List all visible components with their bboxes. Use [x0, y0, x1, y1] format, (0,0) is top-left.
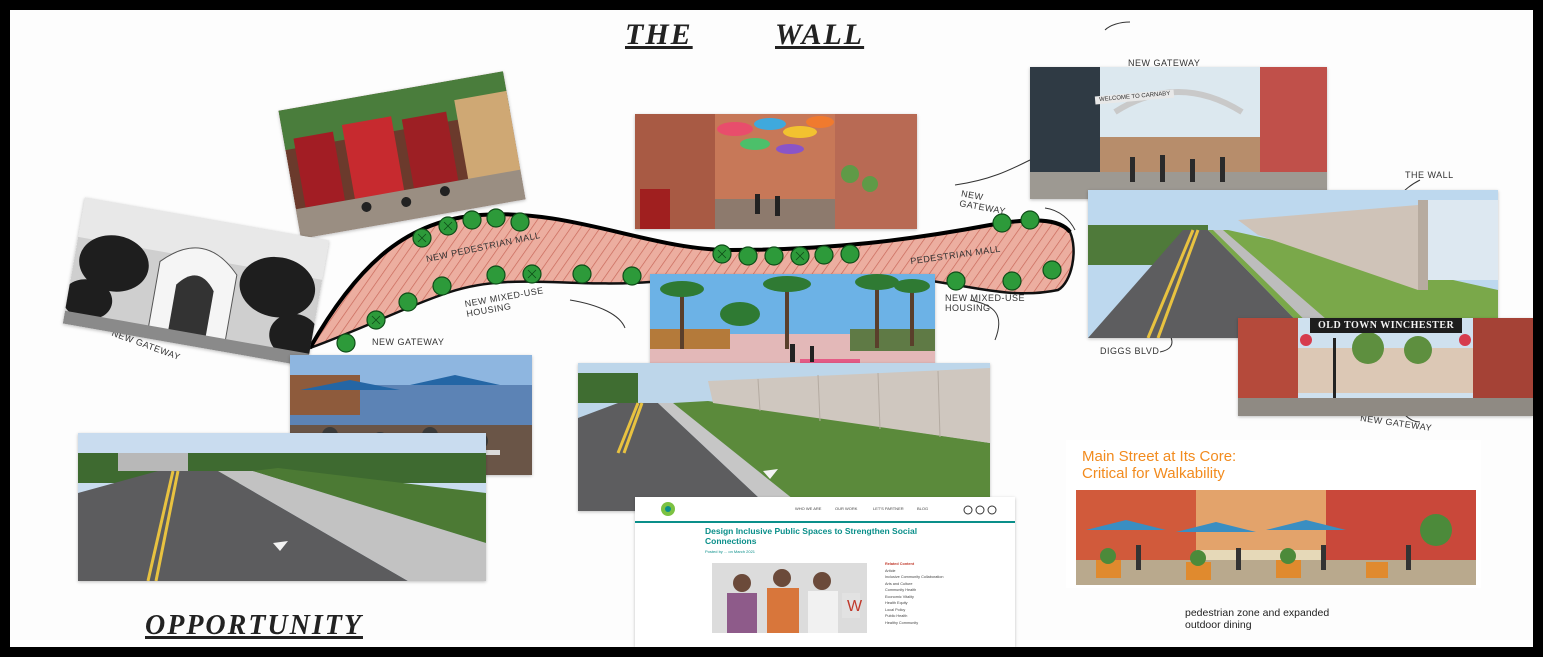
photo-white-gateway-arch [62, 197, 330, 367]
title-the: THE [625, 18, 693, 51]
sidebar-item[interactable]: Healthy Community [885, 620, 919, 625]
photo-diggs-blvd-wall [1088, 190, 1498, 338]
sidebar-heading: Related Content [885, 562, 915, 566]
photo-old-town-winchester [1238, 318, 1533, 416]
poster-illustration [1076, 490, 1476, 585]
annotation-new-gateway-top: NEW GATEWAY [1128, 58, 1201, 68]
sidebar-item[interactable]: Health Equity [885, 601, 908, 605]
annotation-diggs-blvd: DIGGS BLVD [1100, 346, 1160, 356]
label-new-gateway-bottom: NEW GATEWAY [372, 337, 445, 347]
winchester-sign: OLD TOWN WINCHESTER [1310, 318, 1463, 333]
poster-title: Main Street at Its Core: Critical for Wa… [1082, 448, 1236, 482]
web-article-card: WHO WE ARE OUR WORK LET'S PARTNER BLOG D… [635, 497, 1015, 647]
sidebar-item[interactable]: Inclusive Community Collaboration [885, 575, 944, 579]
web-nav-item-1[interactable]: OUR WORK [835, 506, 858, 511]
main-street-poster: Main Street at Its Core: Critical for Wa… [1066, 440, 1481, 588]
poster-caption-line2: outdoor dining [1185, 619, 1252, 631]
sidebar-item[interactable]: Local Policy [885, 607, 906, 612]
sidebar-item[interactable]: Community Health [885, 588, 917, 592]
social-icons[interactable] [963, 505, 999, 515]
web-nav-item-2[interactable]: LET'S PARTNER [873, 506, 904, 511]
title-wall: WALL [775, 18, 865, 51]
label-new-mixed-use-housing-right: NEW MIXED-USE HOUSING [945, 293, 1026, 313]
photo-road-left [78, 433, 486, 581]
sidebar-item[interactable]: Economic Vitality [885, 594, 914, 599]
web-sidebar: Related Content Article Inclusive Commun… [885, 561, 955, 626]
web-nav-item-3[interactable]: BLOG [917, 506, 929, 511]
web-article-photo: W [712, 563, 867, 633]
poster-title-line2: Critical for Walkability [1082, 465, 1225, 482]
photo-umbrella-alley [635, 114, 917, 229]
sidebar-item[interactable]: Public Health [885, 614, 908, 618]
poster-title-line1: Main Street at Its Core: [1082, 448, 1237, 465]
photo-carnaby-gateway [1030, 67, 1327, 199]
title-opportunity: OPPORTUNITY [145, 610, 363, 641]
photo-palm-promenade [650, 274, 935, 380]
sidebar-item[interactable]: Article [885, 568, 896, 573]
svg-text:W: W [847, 598, 863, 615]
photo-road-center [578, 363, 990, 511]
web-logo-icon [661, 502, 675, 516]
web-article-title: Design Inclusive Public Spaces to Streng… [705, 526, 918, 546]
concept-board: THE WALL OPPORTUNITY [10, 10, 1533, 647]
annotation-the-wall: THE WALL [1405, 170, 1454, 180]
web-article-byline: Posted by ... on March 2021 [705, 549, 756, 554]
web-nav-item-0[interactable]: WHO WE ARE [795, 506, 822, 511]
poster-caption-line1: pedestrian zone and expanded [1185, 607, 1330, 619]
poster-caption: pedestrian zone and expanded outdoor din… [1185, 607, 1329, 631]
photo-cafe-storefront [278, 71, 526, 239]
web-header: WHO WE ARE OUR WORK LET'S PARTNER BLOG [635, 497, 1015, 523]
sidebar-item[interactable]: Arts and Culture [885, 581, 913, 586]
